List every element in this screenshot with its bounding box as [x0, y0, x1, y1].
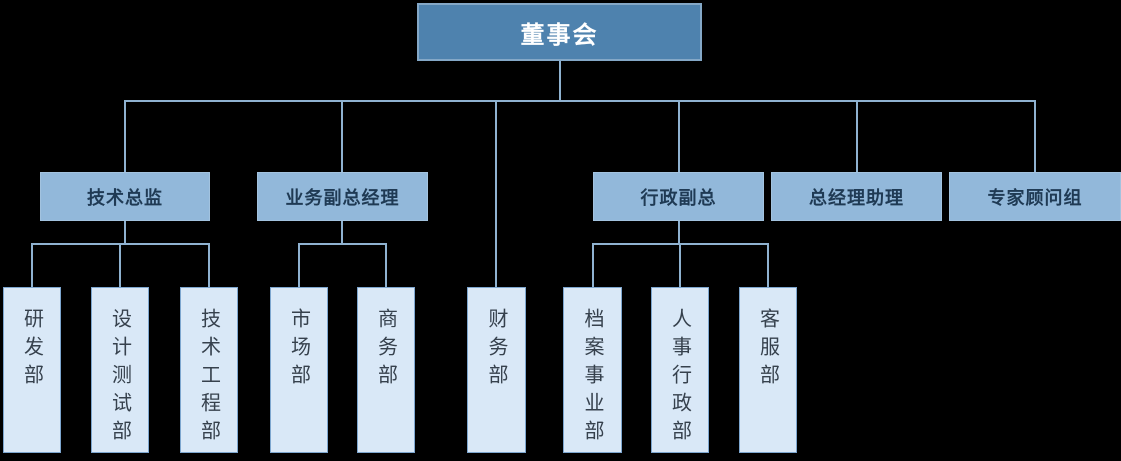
node-label: 董事会: [520, 21, 599, 49]
node-label: 研发部: [20, 308, 43, 392]
node-label: 档案事业部: [581, 308, 603, 448]
node-label: 专家顾问组: [987, 187, 1083, 208]
node-tech-director[interactable]: 技术总监: [40, 172, 210, 221]
node-label: 技术总监: [87, 187, 163, 208]
node-label: 总经理助理: [809, 187, 904, 208]
node-commerce-dept[interactable]: 商务部: [357, 287, 415, 453]
connector-drop-expert-advisors: [1034, 100, 1036, 172]
connector-drop-tech-director: [124, 100, 126, 172]
connector-business-trunk: [341, 220, 343, 245]
node-expert-advisors[interactable]: 专家顾问组: [949, 172, 1121, 221]
node-business-deputy-gm[interactable]: 业务副总经理: [257, 172, 428, 221]
connector-drop-commerce-dept: [385, 243, 387, 288]
node-label: 商务部: [374, 308, 397, 392]
node-label: 行政副总: [640, 187, 717, 208]
connector-drop-business-deputy-gm: [341, 100, 343, 172]
node-gm-assistant[interactable]: 总经理助理: [771, 172, 942, 221]
node-hr-admin-dept[interactable]: 人事行政部: [651, 287, 709, 453]
connector-tech-trunk: [124, 220, 126, 245]
connector-business-rail: [298, 243, 387, 245]
node-label: 业务副总经理: [285, 187, 400, 208]
node-label: 财务部: [485, 308, 507, 392]
node-label: 技术工程部: [197, 308, 220, 448]
connector-drop-admin-deputy: [678, 100, 680, 172]
connector-drop-hr-admin-dept: [679, 243, 681, 288]
connector-root-trunk: [559, 61, 561, 102]
connector-drop-design-test-dept: [119, 243, 121, 288]
node-archives-dept[interactable]: 档案事业部: [563, 287, 622, 453]
connector-top-rail: [124, 100, 1036, 102]
node-label: 市场部: [287, 308, 310, 392]
connector-drop-finance-dept: [495, 100, 497, 287]
node-marketing-dept[interactable]: 市场部: [270, 287, 328, 453]
node-label: 设计测试部: [108, 308, 131, 448]
node-design-test-dept[interactable]: 设计测试部: [91, 287, 149, 453]
node-rd-dept[interactable]: 研发部: [3, 287, 61, 453]
node-label: 人事行政部: [668, 308, 691, 448]
connector-drop-tech-engineering-dept: [208, 243, 210, 288]
node-tech-engineering-dept[interactable]: 技术工程部: [180, 287, 238, 453]
node-label: 客服部: [756, 308, 779, 392]
connector-drop-gm-assistant: [856, 100, 858, 172]
connector-drop-rd-dept: [31, 243, 33, 288]
node-customer-service-dept[interactable]: 客服部: [739, 287, 797, 453]
connector-drop-archives-dept: [592, 243, 594, 288]
connector-drop-customer-service-dept: [767, 243, 769, 288]
node-admin-deputy[interactable]: 行政副总: [593, 172, 764, 221]
node-finance-dept[interactable]: 财务部: [467, 287, 526, 453]
connector-drop-marketing-dept: [298, 243, 300, 288]
node-board[interactable]: 董事会: [417, 3, 702, 61]
connector-admin-trunk: [678, 220, 680, 245]
